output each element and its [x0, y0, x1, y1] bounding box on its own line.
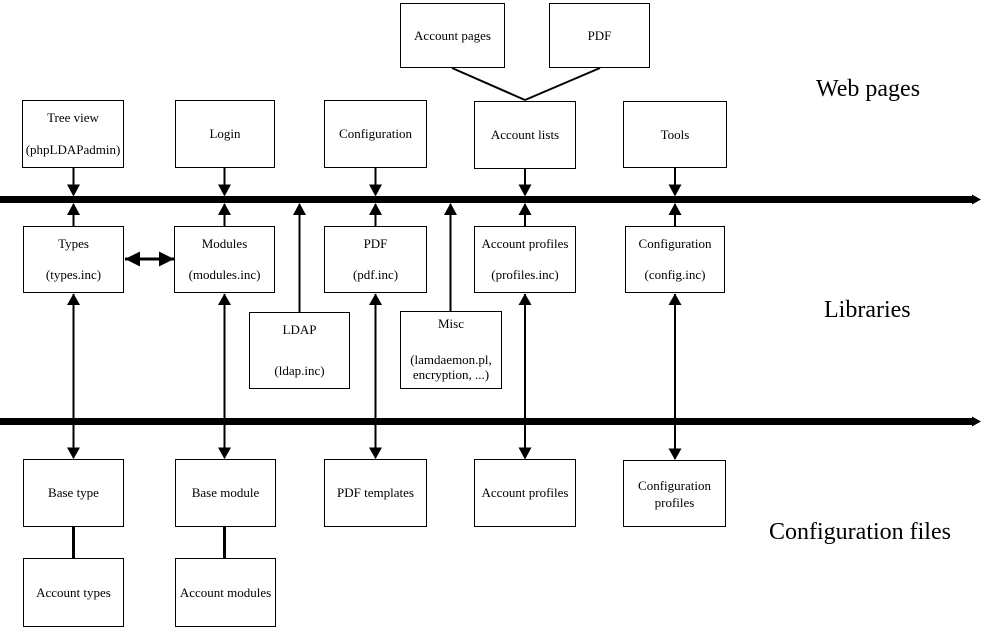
node-login: Login — [175, 100, 275, 168]
node-configuration-lib: Configuration (config.inc) — [625, 226, 725, 293]
node-label: PDF — [363, 236, 388, 251]
v-connector — [451, 67, 601, 101]
node-label: Account types — [36, 584, 111, 600]
node-label: Account lists — [490, 127, 560, 142]
node-pdf-lib: PDF (pdf.inc) — [324, 226, 427, 293]
node-account-profiles-lib: Account profiles (profiles.inc) — [474, 226, 576, 293]
node-types: Types (types.inc) — [23, 226, 124, 293]
node-configuration-profiles: Configuration profiles — [623, 460, 726, 527]
node-sublabel: (config.inc) — [644, 267, 706, 282]
node-account-profiles-file: Account profiles — [474, 459, 576, 527]
node-sublabel: (types.inc) — [45, 267, 102, 282]
node-label: Misc — [438, 316, 464, 331]
bottom-interface-bar — [0, 416, 981, 427]
node-sublabel: (lamdaemon.pl, encryption, ...) — [410, 352, 492, 382]
top-interface-bar — [0, 194, 981, 205]
node-configuration-page: Configuration — [324, 100, 427, 168]
node-account-types: Account types — [23, 558, 124, 627]
node-sublabel: (ldap.inc) — [274, 363, 325, 378]
layer-label-configuration-files: Configuration files — [769, 519, 951, 545]
node-tree-view: Tree view (phpLDAPadmin) — [22, 100, 124, 168]
node-label: Configuration — [638, 236, 712, 251]
types-modules-arrow — [125, 251, 174, 267]
node-label: Account pages — [414, 27, 491, 43]
node-account-lists: Account lists — [474, 101, 576, 169]
node-label: Configuration — [339, 126, 412, 141]
node-label: Base type — [48, 485, 99, 500]
node-base-type: Base type — [23, 459, 124, 527]
node-sublabel: (profiles.inc) — [491, 267, 559, 282]
lib-to-config-arrows — [67, 293, 682, 460]
node-label: Base module — [191, 485, 260, 500]
node-misc: Misc (lamdaemon.pl, encryption, ...) — [400, 311, 502, 389]
node-base-module: Base module — [175, 459, 276, 527]
node-label: Configuration — [638, 477, 711, 493]
node-label: Modules — [201, 236, 248, 251]
node-label: Types — [58, 236, 89, 251]
node-label: PDF — [587, 27, 612, 43]
node-label: LDAP — [282, 322, 317, 337]
node-modules: Modules (modules.inc) — [174, 226, 275, 293]
node-label: Tree view — [47, 110, 99, 125]
node-label: Tools — [660, 126, 690, 142]
node-sublabel: (modules.inc) — [188, 267, 261, 282]
node-label: PDF templates — [337, 485, 414, 500]
node-tools: Tools — [623, 101, 727, 168]
node-label: Login — [209, 126, 241, 141]
node-account-modules: Account modules — [175, 558, 276, 627]
node-account-pages: Account pages — [400, 3, 505, 68]
lib-to-bar-arrows — [67, 203, 682, 312]
node-sublabel: (phpLDAPadmin) — [25, 142, 121, 157]
node-sublabel: profiles — [654, 494, 695, 510]
node-ldap: LDAP (ldap.inc) — [249, 312, 350, 389]
layer-label-web-pages: Web pages — [816, 76, 921, 102]
node-label: Account modules — [179, 584, 272, 600]
web-to-bar-arrows — [67, 168, 682, 197]
node-label: Account profiles — [481, 485, 569, 500]
layer-label-libraries: Libraries — [824, 297, 911, 323]
base-to-account-lines — [72, 527, 226, 558]
node-sublabel: (pdf.inc) — [352, 267, 399, 282]
node-label: Account profiles — [481, 236, 569, 251]
node-pdf-page: PDF — [549, 3, 650, 68]
node-pdf-templates: PDF templates — [324, 459, 427, 527]
